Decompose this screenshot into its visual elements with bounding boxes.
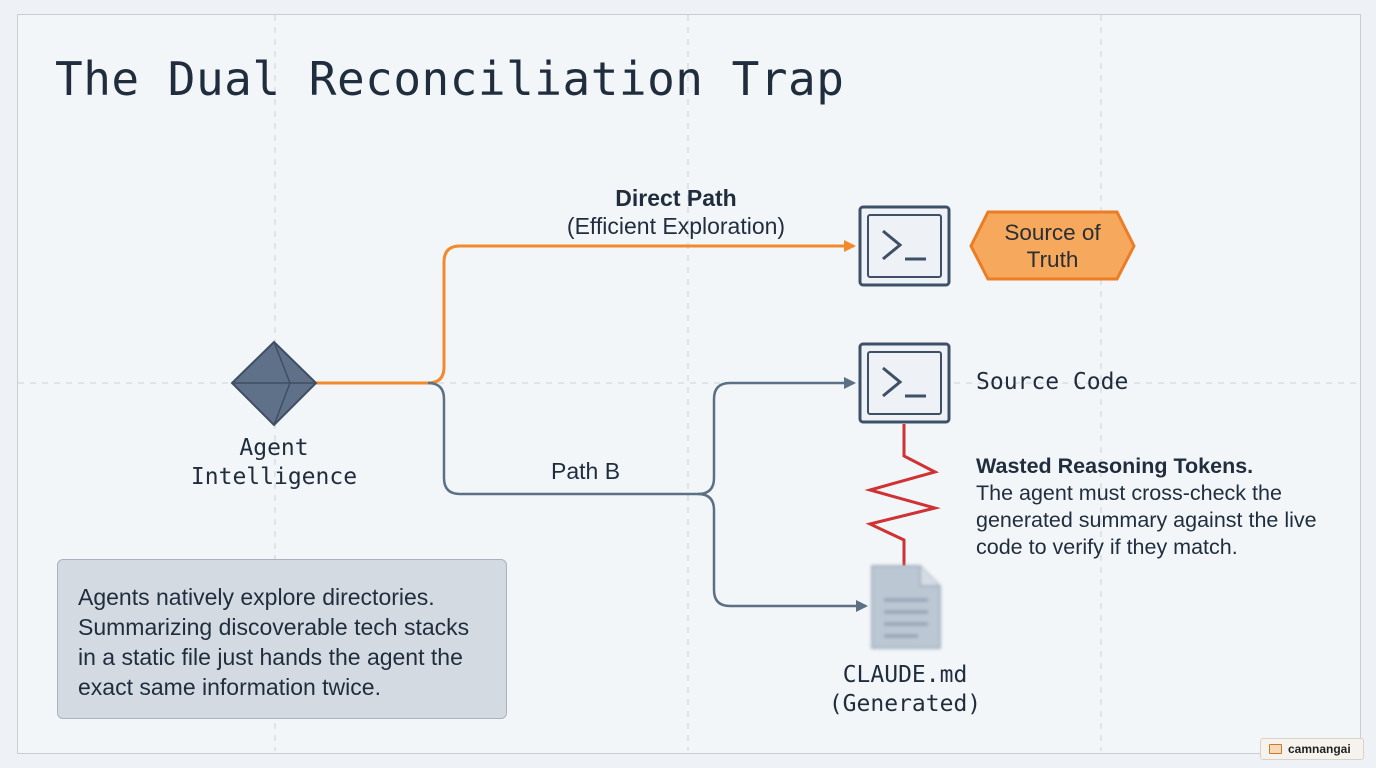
direct-path-title: Direct Path [615, 185, 737, 211]
source-of-truth-line1: Source of [1004, 220, 1101, 245]
callout-box: Agents natively explore directories. Sum… [57, 559, 507, 719]
agent-diamond-icon [230, 340, 318, 427]
source-of-truth-label: Source of Truth [971, 219, 1134, 273]
agent-label-line2: Intelligence [190, 464, 358, 490]
wasted-tokens-note: Wasted Reasoning Tokens. The agent must … [976, 453, 1336, 561]
claude-md-line2: (Generated) [828, 691, 982, 717]
book-icon [1269, 744, 1282, 754]
watermark-badge: camnangai [1260, 738, 1364, 760]
callout-text: Agents natively explore directories. Sum… [78, 584, 470, 700]
direct-path-subtitle: (Efficient Exploration) [566, 213, 786, 239]
reconciliation-zigzag [864, 424, 941, 566]
source-of-truth-hexagon [969, 210, 1136, 281]
wasted-tokens-heading: Wasted Reasoning Tokens. [976, 454, 1254, 478]
agent-label-line1: Agent [239, 435, 309, 461]
source-code-terminal-icon [858, 342, 951, 424]
document-icon [871, 565, 941, 649]
path-b-connector [427, 377, 856, 496]
page-title: The Dual Reconciliation Trap [55, 52, 845, 106]
source-code-label: Source Code [976, 369, 1129, 395]
claude-md-line1: CLAUDE.md [842, 662, 968, 688]
wasted-tokens-body: The agent must cross-check the generated… [976, 481, 1317, 559]
terminal-icon [858, 205, 951, 287]
agent-label: Agent Intelligence [174, 434, 374, 492]
path-b-branch-connector [697, 492, 868, 612]
source-of-truth-line2: Truth [1026, 247, 1079, 272]
direct-path-label: Direct Path (Efficient Exploration) [553, 184, 799, 240]
watermark-text: camnangai [1288, 742, 1351, 756]
direct-path-connector [316, 240, 856, 385]
claude-md-label: CLAUDE.md (Generated) [810, 661, 1000, 719]
path-b-label: Path B [551, 458, 621, 484]
